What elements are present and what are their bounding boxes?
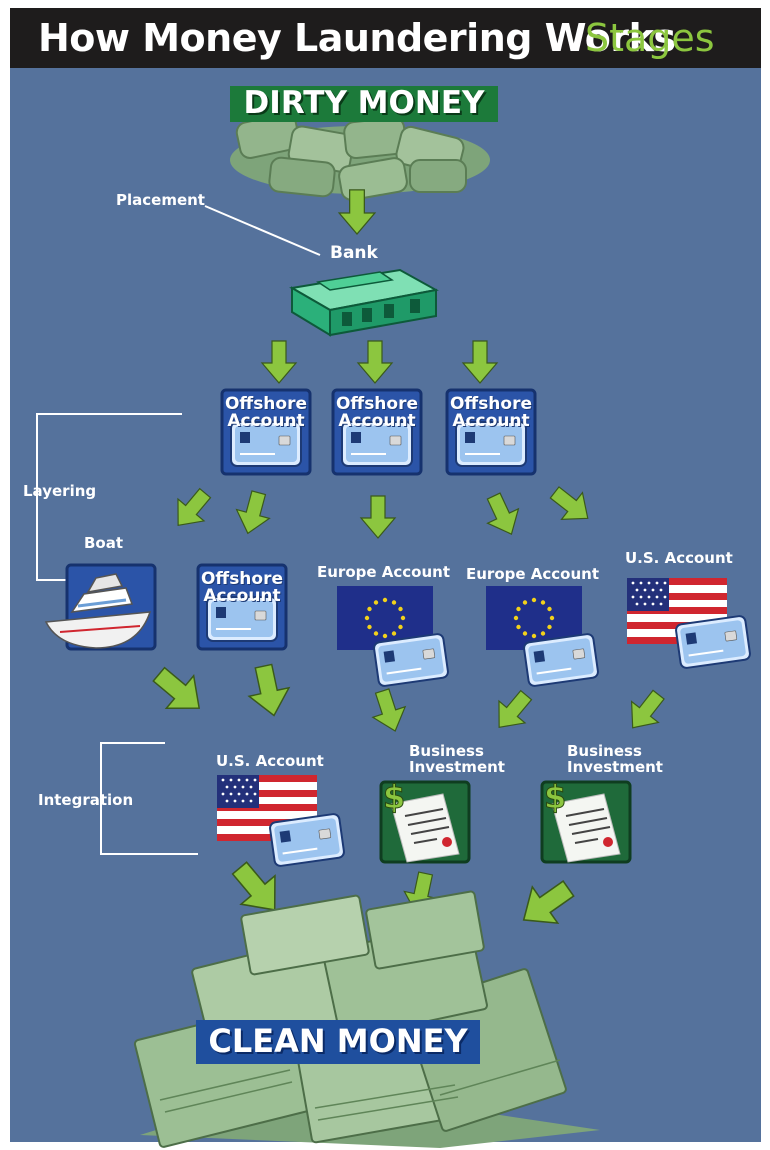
page-title: How Money Laundering Works	[38, 16, 676, 60]
integration-bracket	[100, 742, 198, 855]
europe-account-2	[486, 586, 600, 688]
offshore-account-2-line2: Account	[338, 411, 416, 431]
placement-connector	[204, 205, 321, 256]
arrow-offshore3-to-europe2	[477, 488, 528, 542]
business-investment-2-label: Business Investment	[567, 742, 663, 776]
boat-label: Boat	[84, 534, 124, 552]
arrow-offshore2-to-europe1	[360, 495, 396, 539]
dirty-money-banner	[230, 86, 498, 122]
business-investment-1-label: Business Investment	[409, 742, 505, 776]
title-accent: Stages	[585, 16, 715, 60]
us-account-2-label: U.S. Account	[216, 752, 324, 770]
business-investment-1-line2: Investment	[409, 757, 505, 776]
header-bar: How Money Laundering Works Stages	[10, 8, 761, 68]
arrow-bank-to-offshore-3	[462, 340, 498, 384]
business-investment-2-line2: Investment	[567, 757, 663, 776]
arrow-offshore1-to-boat	[164, 481, 219, 537]
us-account-1	[627, 578, 752, 670]
clean-money-banner	[196, 1020, 480, 1064]
arrow-invest2-to-clean	[510, 869, 582, 939]
arrow-offshore3-to-us1	[543, 478, 599, 533]
business-investment-2	[540, 776, 632, 864]
offshore-account-3-line1: Offshore	[449, 394, 533, 414]
offshore-account-1-line2: Account	[227, 411, 305, 431]
offshore-account-4-line2: Account	[203, 586, 281, 606]
arrow-offshore4-to-us2	[242, 661, 295, 721]
arrow-boat-to-us2	[144, 657, 214, 726]
us-account-2	[217, 775, 346, 868]
europe-account-1	[337, 586, 450, 688]
arrow-us1-to-invest2	[618, 683, 673, 739]
us-account-1-label: U.S. Account	[625, 549, 733, 567]
arrow-europe2-to-invest1	[485, 683, 540, 739]
offshore-account-2-line1: Offshore	[335, 394, 419, 414]
integration-label: Integration	[38, 791, 134, 809]
europe-account-2-label: Europe Account	[466, 565, 599, 583]
offshore-account-1-line1: Offshore	[224, 394, 308, 414]
offshore-account-3-label: Offshore Account	[447, 396, 535, 430]
business-investment-1-line1: Business	[409, 742, 484, 760]
offshore-account-1-label: Offshore Account	[222, 396, 310, 430]
europe-account-1-label: Europe Account	[317, 563, 450, 581]
arrow-bank-to-offshore-1	[261, 340, 297, 384]
offshore-account-4-label: Offshore Account	[198, 571, 286, 605]
business-investment-2-line1: Business	[567, 742, 642, 760]
business-investment-1	[379, 776, 471, 864]
layering-label: Layering	[23, 482, 97, 500]
arrow-offshore1-to-offshore4	[230, 487, 276, 539]
dirty-money-pile	[230, 113, 490, 201]
offshore-account-2-label: Offshore Account	[333, 396, 421, 430]
layering-bracket	[36, 413, 182, 581]
arrow-bank-to-offshore-2	[357, 340, 393, 384]
bank-icon	[289, 268, 439, 337]
offshore-account-3-line2: Account	[452, 411, 530, 431]
clean-money-label: CLEAN MONEY	[208, 1022, 468, 1060]
offshore-account-4-line1: Offshore	[200, 569, 284, 589]
dirty-money-label: DIRTY MONEY	[243, 85, 485, 121]
boat-icon	[44, 563, 157, 651]
bank-label: Bank	[330, 243, 378, 263]
clean-money-stacks	[133, 890, 600, 1148]
arrow-europe1-to-invest1	[365, 685, 412, 737]
placement-label: Placement	[116, 191, 205, 209]
